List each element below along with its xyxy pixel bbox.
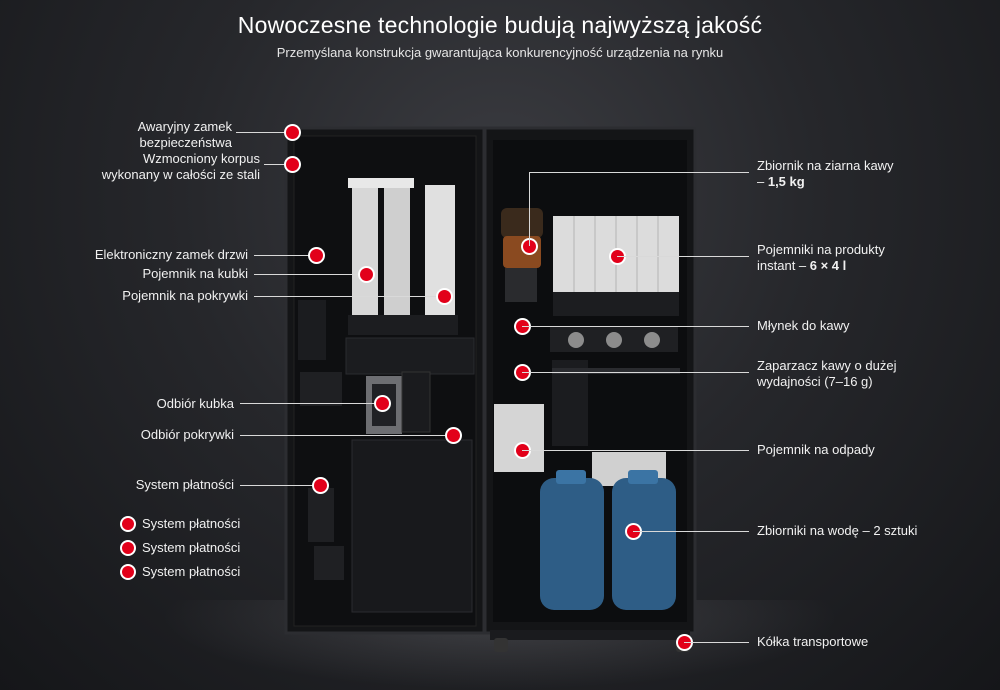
leader-line-waste-container xyxy=(522,450,749,451)
legend-item: System płatności xyxy=(122,516,240,531)
label-payment-system: System płatności xyxy=(135,477,234,492)
marker-emergency-lock[interactable] xyxy=(286,126,299,139)
label-waste-container: Pojemnik na odpady xyxy=(757,442,875,457)
leader-line-grinder xyxy=(522,326,749,327)
leader-line-steel-body xyxy=(264,164,292,165)
leader-line-water-tanks xyxy=(633,531,749,532)
leader-line-electronic-lock xyxy=(254,255,316,256)
page-subtitle: Przemyślana konstrukcja gwarantująca kon… xyxy=(276,45,724,60)
leader-line-instant-containers xyxy=(617,256,749,257)
leader-line-lid-container xyxy=(254,296,444,297)
legend-item: System płatności xyxy=(122,540,240,555)
label-lid-container: Pojemnik na pokrywki xyxy=(122,288,248,303)
marker-payment-system[interactable] xyxy=(314,479,327,492)
label-grinder: Młynek do kawy xyxy=(757,318,850,333)
label-emergency-lock: Awaryjny zamek bezpieczeństwa xyxy=(137,119,232,150)
marker-lid-container[interactable] xyxy=(438,290,451,303)
marker-lid-pickup[interactable] xyxy=(447,429,460,442)
legend-dot-icon xyxy=(122,518,134,530)
leader-line-payment-system xyxy=(240,485,320,486)
marker-cup-container[interactable] xyxy=(360,268,373,281)
page-title: Nowoczesne technologie budują najwyższą … xyxy=(237,12,763,38)
leader-line-emergency-lock xyxy=(236,132,292,133)
leader-line-brewer xyxy=(522,372,749,373)
label-wheels: Kółka transportowe xyxy=(757,634,869,649)
label-cup-container: Pojemnik na kubki xyxy=(142,266,249,281)
marker-electronic-lock[interactable] xyxy=(310,249,323,262)
leader-line-cup-container xyxy=(254,274,366,275)
marker-cup-pickup[interactable] xyxy=(376,397,389,410)
legend-dot-icon xyxy=(122,566,134,578)
label-instant-containers: Pojemniki na produkty instant – 6 × 4 l xyxy=(757,242,885,273)
marker-steel-body[interactable] xyxy=(286,158,299,171)
leader-line-cup-pickup xyxy=(240,403,382,404)
label-electronic-lock: Elektroniczny zamek drzwi xyxy=(94,247,248,262)
label-brewer: Zaparzacz kawy o dużej wydajności (7–16 … xyxy=(757,358,897,389)
label-water-tanks: Zbiorniki na wodę – 2 sztuki xyxy=(757,523,918,538)
label-bean-tank: Zbiornik na ziarna kawy – 1,5 kg xyxy=(757,158,894,189)
leader-line-bean-tank-vertical xyxy=(529,172,530,246)
label-lid-pickup: Odbiór pokrywki xyxy=(140,427,234,442)
legend-item: System płatności xyxy=(122,564,240,579)
legend-dot-icon xyxy=(122,542,134,554)
leader-line-lid-pickup xyxy=(240,435,453,436)
label-steel-body: Wzmocniony korpus wykonany w całości ze … xyxy=(101,151,260,182)
leader-line-bean-tank xyxy=(529,172,749,173)
leader-line-wheels xyxy=(684,642,749,643)
label-cup-pickup: Odbiór kubka xyxy=(156,396,234,411)
marker-bean-tank[interactable] xyxy=(523,240,536,253)
